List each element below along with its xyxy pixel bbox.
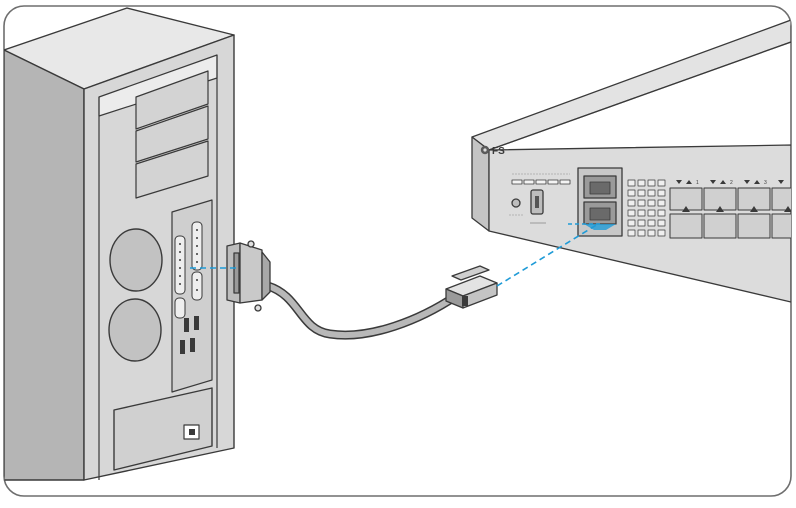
port-led-grid bbox=[627, 179, 666, 237]
expansion-slots bbox=[98, 54, 218, 480]
rear-fan-lower bbox=[108, 298, 162, 362]
console-port-block bbox=[577, 167, 623, 237]
power-supply bbox=[113, 387, 213, 471]
tower-left-face bbox=[4, 49, 85, 481]
status-led-strip bbox=[511, 179, 571, 185]
sfp-port-bank bbox=[669, 180, 791, 239]
desktop-tower-icon bbox=[4, 7, 235, 481]
reset-button bbox=[511, 198, 521, 208]
connection-guide-lines bbox=[190, 223, 600, 287]
db9-connector-icon bbox=[226, 240, 271, 312]
tower-usb-ports bbox=[180, 316, 199, 354]
port-label-2: 2 bbox=[730, 180, 733, 186]
switch-brand-label: FS bbox=[492, 146, 505, 157]
port-label-3: 3 bbox=[764, 180, 767, 186]
network-switch-icon: FS bbox=[471, 19, 791, 303]
port-number-labels: 1 2 3 4 bbox=[696, 180, 767, 186]
fs-logo: FS bbox=[480, 145, 505, 157]
rj45-connector-icon bbox=[445, 265, 498, 309]
port-label-1: 1 bbox=[696, 180, 699, 186]
console-cable bbox=[226, 240, 498, 340]
rear-fan-upper bbox=[109, 228, 163, 292]
